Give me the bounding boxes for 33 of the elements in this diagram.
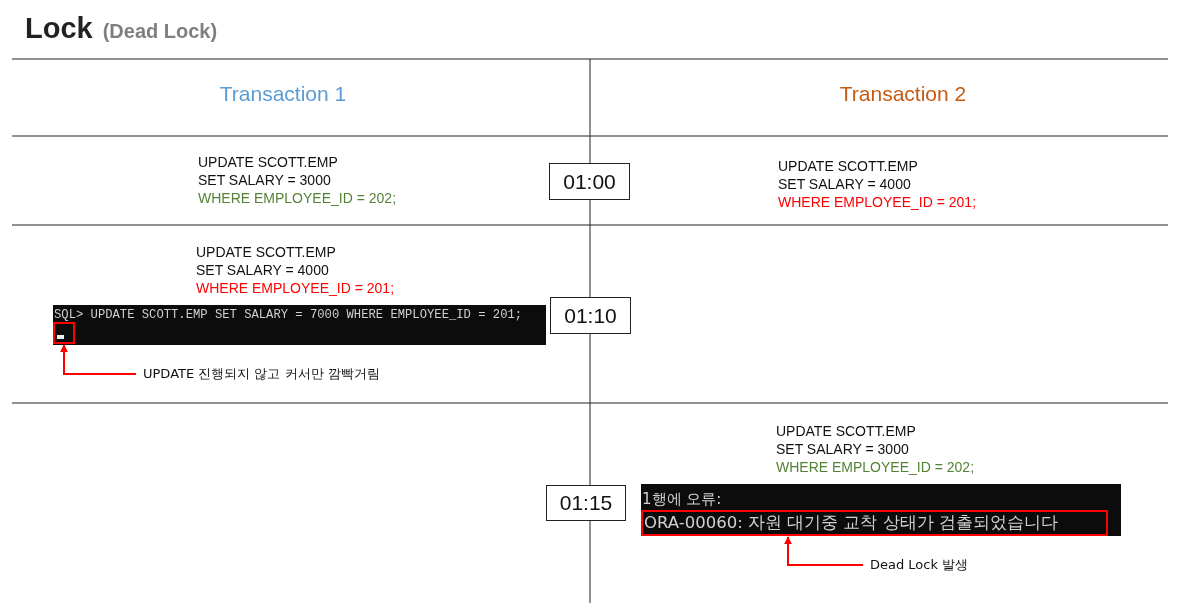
terminal-screenshot bbox=[53, 305, 546, 345]
terminal-screenshot bbox=[641, 484, 1121, 536]
time-box bbox=[549, 163, 630, 200]
sql-line: SET SALARY = 4000 bbox=[196, 261, 330, 279]
node-text: 01:00 bbox=[563, 169, 616, 194]
highlight-box bbox=[641, 510, 1108, 536]
terminal-output: 1행에 오류: bbox=[641, 489, 723, 510]
time-box bbox=[546, 485, 626, 521]
sql-line: UPDATE SCOTT.EMP bbox=[776, 422, 917, 440]
sql-line: WHERE EMPLOYEE_ID = 201; bbox=[778, 193, 977, 211]
sql-line: SET SALARY = 3000 bbox=[776, 440, 910, 458]
node-text: 01:15 bbox=[559, 491, 613, 515]
column-header: Transaction 2 bbox=[839, 82, 967, 106]
sql-line: WHERE EMPLOYEE_ID = 201; bbox=[196, 279, 395, 297]
sql-line: SET SALARY = 4000 bbox=[778, 175, 912, 193]
sql-line: UPDATE SCOTT.EMP bbox=[778, 157, 919, 175]
node-text: 01:10 bbox=[564, 303, 617, 328]
title: Lock bbox=[25, 12, 93, 45]
node-text: Dead Lock 발생 bbox=[870, 557, 969, 572]
sql-line: WHERE EMPLOYEE_ID = 202; bbox=[776, 458, 975, 476]
leader-arrow bbox=[60, 344, 137, 375]
terminal-command: SQL> UPDATE SCOTT.EMP SET SALARY = 7000 WHERE EMPLOYEE_ID = 201; bbox=[53, 308, 524, 322]
column-header: Transaction 1 bbox=[219, 82, 347, 106]
time-box bbox=[550, 297, 631, 334]
sql-line: UPDATE SCOTT.EMP bbox=[198, 153, 339, 171]
sql-line: SET SALARY = 3000 bbox=[198, 171, 332, 189]
highlight-box bbox=[53, 322, 75, 344]
sql-line: UPDATE SCOTT.EMP bbox=[196, 243, 337, 261]
sql-line: WHERE EMPLOYEE_ID = 202; bbox=[198, 189, 397, 207]
node-text: UPDATE 진행되지 않고 커서만 깜빡거림 bbox=[143, 366, 380, 381]
error-message: ORA-00060: 자원 대기중 교착 상태가 검출되었습니다 bbox=[643, 513, 1058, 533]
leader-arrow bbox=[784, 536, 864, 566]
subtitle: (Dead Lock) bbox=[102, 20, 218, 43]
